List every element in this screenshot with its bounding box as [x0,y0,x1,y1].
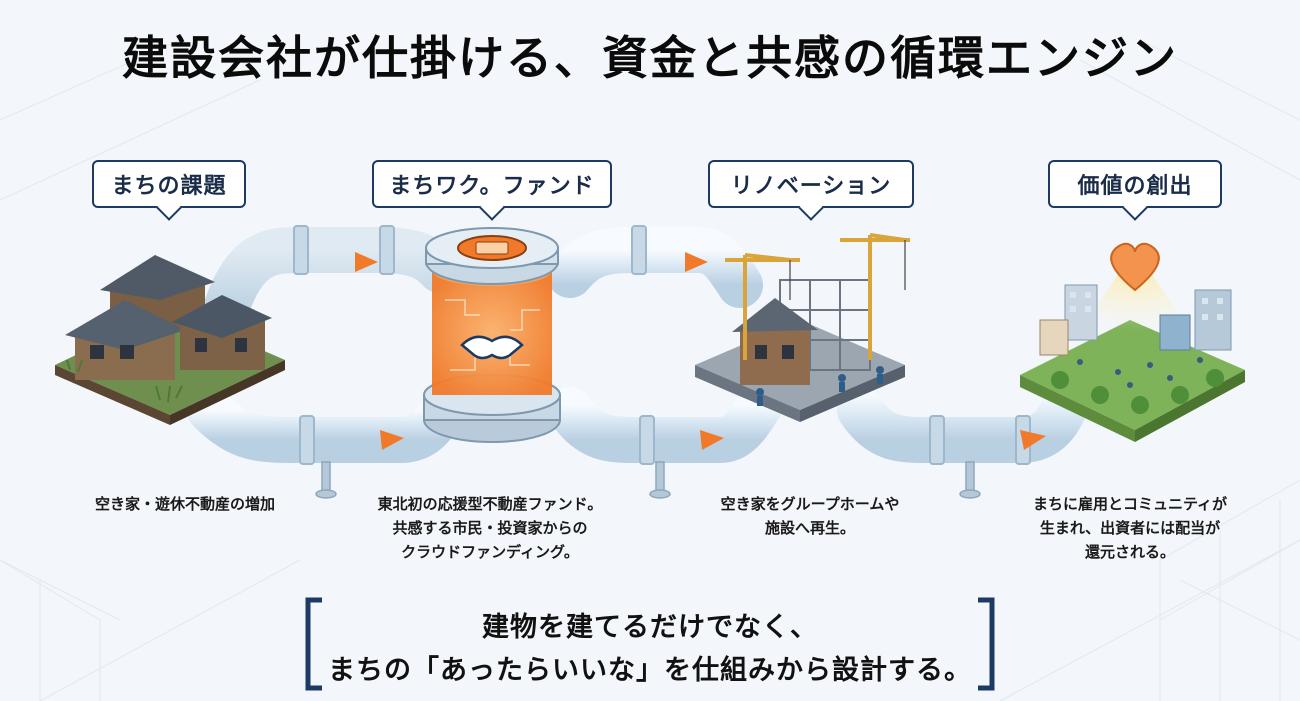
right-bracket [978,597,995,691]
stage-description-issue: 空き家・遊休不動産の増加 [94,495,275,513]
key-message-line-2: まちの「あったらいいな」を仕組みから設計する。 [328,655,972,686]
stage-label-renovation: リノベーション [708,160,914,208]
vibrant-town-illustration [1020,242,1245,442]
fund-tank-illustration [423,227,561,443]
stage-label-fund: まちワク。ファンド [372,160,612,208]
stage-description-fund: 東北初の応援型不動産ファンド。 共感する市民・投資家からの クラウドファンディン… [377,495,603,561]
stage-description-renovation: 空き家をグループホームや 施設へ再生。 [720,495,900,537]
abandoned-houses-illustration [55,255,285,425]
renovation-site-illustration [695,233,910,422]
stage-description-value: まちに雇用とコミュニティが 生まれ、出資者には配当が 還元される。 [1032,495,1228,561]
flow-arrows [255,252,1046,450]
stage-label-issue: まちの課題 [92,160,246,208]
stage-label-value: 価値の創出 [1048,160,1222,208]
key-message-line-1: 建物を建てるだけでなく、 [482,612,818,643]
left-bracket [305,597,322,691]
page-title: 建設会社が仕掛ける、資金と共感の循環エンジン [122,31,1178,85]
